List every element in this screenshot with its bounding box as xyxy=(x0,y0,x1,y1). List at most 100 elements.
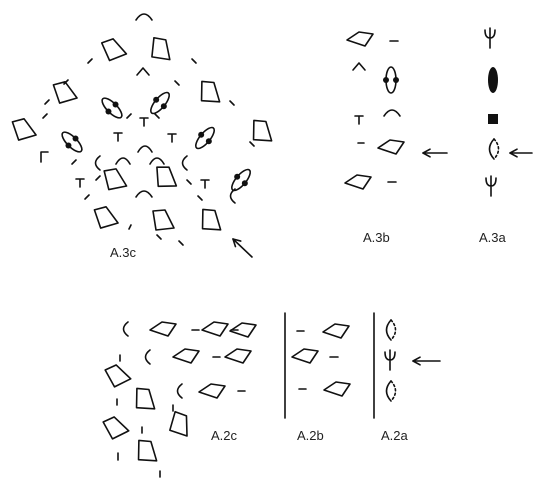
puff-dot xyxy=(383,77,389,83)
short-dash-symbol xyxy=(186,179,192,185)
short-dash-symbol xyxy=(249,141,255,147)
filled-square-symbol xyxy=(488,114,498,124)
t-stitch-symbol xyxy=(75,178,85,188)
small-arc-symbol xyxy=(122,321,129,337)
puff-dot xyxy=(72,135,79,142)
short-dash-symbol xyxy=(156,234,162,240)
t-stitch-symbol xyxy=(139,117,149,127)
small-arc-symbol xyxy=(144,349,151,365)
short-dash-symbol xyxy=(229,100,235,106)
split-ellipse-dashed xyxy=(390,380,397,402)
short-dash-symbol xyxy=(174,80,180,86)
label-a3c: A.3c xyxy=(110,245,137,260)
petal-symbol xyxy=(200,80,221,103)
short-dash-symbol xyxy=(128,224,132,230)
corner-symbol xyxy=(40,151,49,163)
petal-symbol xyxy=(52,81,78,104)
caret-symbol xyxy=(136,67,150,76)
short-dash-symbol xyxy=(178,240,184,246)
petal-symbol xyxy=(252,119,273,142)
puff-dot xyxy=(160,103,167,110)
label-a2a: A.2a xyxy=(381,428,409,443)
puff-ellipse xyxy=(150,91,170,115)
split-ellipse-symbol xyxy=(385,319,392,341)
puff-ellipse xyxy=(101,97,123,119)
arrow-head xyxy=(232,238,242,248)
petal-symbol xyxy=(156,166,178,188)
petal-symbol xyxy=(152,209,175,231)
petal-symbol xyxy=(229,322,257,338)
small-arc-symbol xyxy=(383,109,401,117)
short-dash-symbol xyxy=(154,113,160,119)
split-ellipse-dashed xyxy=(390,319,397,341)
puff-ellipse xyxy=(231,168,251,192)
arrow-head xyxy=(509,148,518,158)
short-dash-symbol xyxy=(44,99,50,105)
arrow-a3c xyxy=(232,238,253,258)
petal-symbol xyxy=(100,38,128,62)
puff-dot xyxy=(393,77,399,83)
t-stitch-symbol xyxy=(200,179,210,189)
petal-symbol xyxy=(149,321,177,337)
petal-symbol xyxy=(377,139,405,155)
split-ellipse-symbol xyxy=(488,138,495,160)
arrow-head xyxy=(422,148,431,158)
small-arc-symbol xyxy=(176,383,183,399)
petal-symbol xyxy=(135,387,156,410)
split-ellipse-symbol xyxy=(385,380,392,402)
petal-symbol xyxy=(93,206,119,229)
t-stitch-symbol xyxy=(167,133,177,143)
petal-symbol xyxy=(102,416,130,440)
small-arc-symbol xyxy=(135,190,153,198)
petal-symbol xyxy=(198,383,226,399)
puff-dot xyxy=(65,142,72,149)
t-stitch-symbol xyxy=(354,115,364,125)
stemmed-bud-symbol xyxy=(384,349,396,371)
puff-dot xyxy=(241,180,248,187)
petal-symbol xyxy=(201,321,229,337)
petal-symbol xyxy=(103,168,128,191)
small-arc-symbol xyxy=(137,145,153,153)
petal-symbol xyxy=(104,364,132,388)
petal-symbol xyxy=(172,348,200,364)
label-a3b: A.3b xyxy=(363,230,390,245)
puff-dot xyxy=(198,131,205,138)
small-arc-symbol xyxy=(149,157,165,165)
puff-ellipse xyxy=(195,126,215,150)
short-dash-symbol xyxy=(197,195,203,201)
short-dash-symbol xyxy=(42,113,48,119)
label-a2c: A.2c xyxy=(211,428,238,443)
short-dash-symbol xyxy=(126,113,132,119)
petal-symbol xyxy=(224,348,252,364)
small-arc-symbol xyxy=(115,157,131,165)
puff-dot xyxy=(234,173,241,180)
short-dash-symbol xyxy=(95,175,101,181)
puff-ellipse xyxy=(61,131,83,153)
petal-symbol xyxy=(346,31,374,47)
puff-dot xyxy=(205,138,212,145)
puff-dot xyxy=(105,108,112,115)
petal-symbol xyxy=(323,381,351,397)
petal-symbol xyxy=(169,410,188,437)
petal-symbol xyxy=(137,439,158,462)
puff-dot xyxy=(112,101,119,108)
small-arc-symbol xyxy=(181,155,188,171)
t-stitch-symbol xyxy=(113,132,123,142)
petal-symbol xyxy=(11,118,37,141)
caret-symbol xyxy=(352,62,366,71)
short-dash-symbol xyxy=(87,58,93,64)
short-dash-symbol xyxy=(191,58,197,64)
puff-dot xyxy=(153,96,160,103)
chart-symbols xyxy=(11,13,533,478)
short-dash-symbol xyxy=(71,159,77,165)
petal-symbol xyxy=(291,348,319,364)
arrow-head xyxy=(412,356,421,366)
stemmed-bud-symbol xyxy=(485,175,497,197)
short-dash-symbol xyxy=(84,194,90,200)
petal-symbol xyxy=(151,36,171,61)
small-arc-symbol xyxy=(229,188,236,204)
petal-symbol xyxy=(322,323,350,339)
label-a3a: A.3a xyxy=(479,230,507,245)
split-ellipse-dashed xyxy=(493,138,500,160)
